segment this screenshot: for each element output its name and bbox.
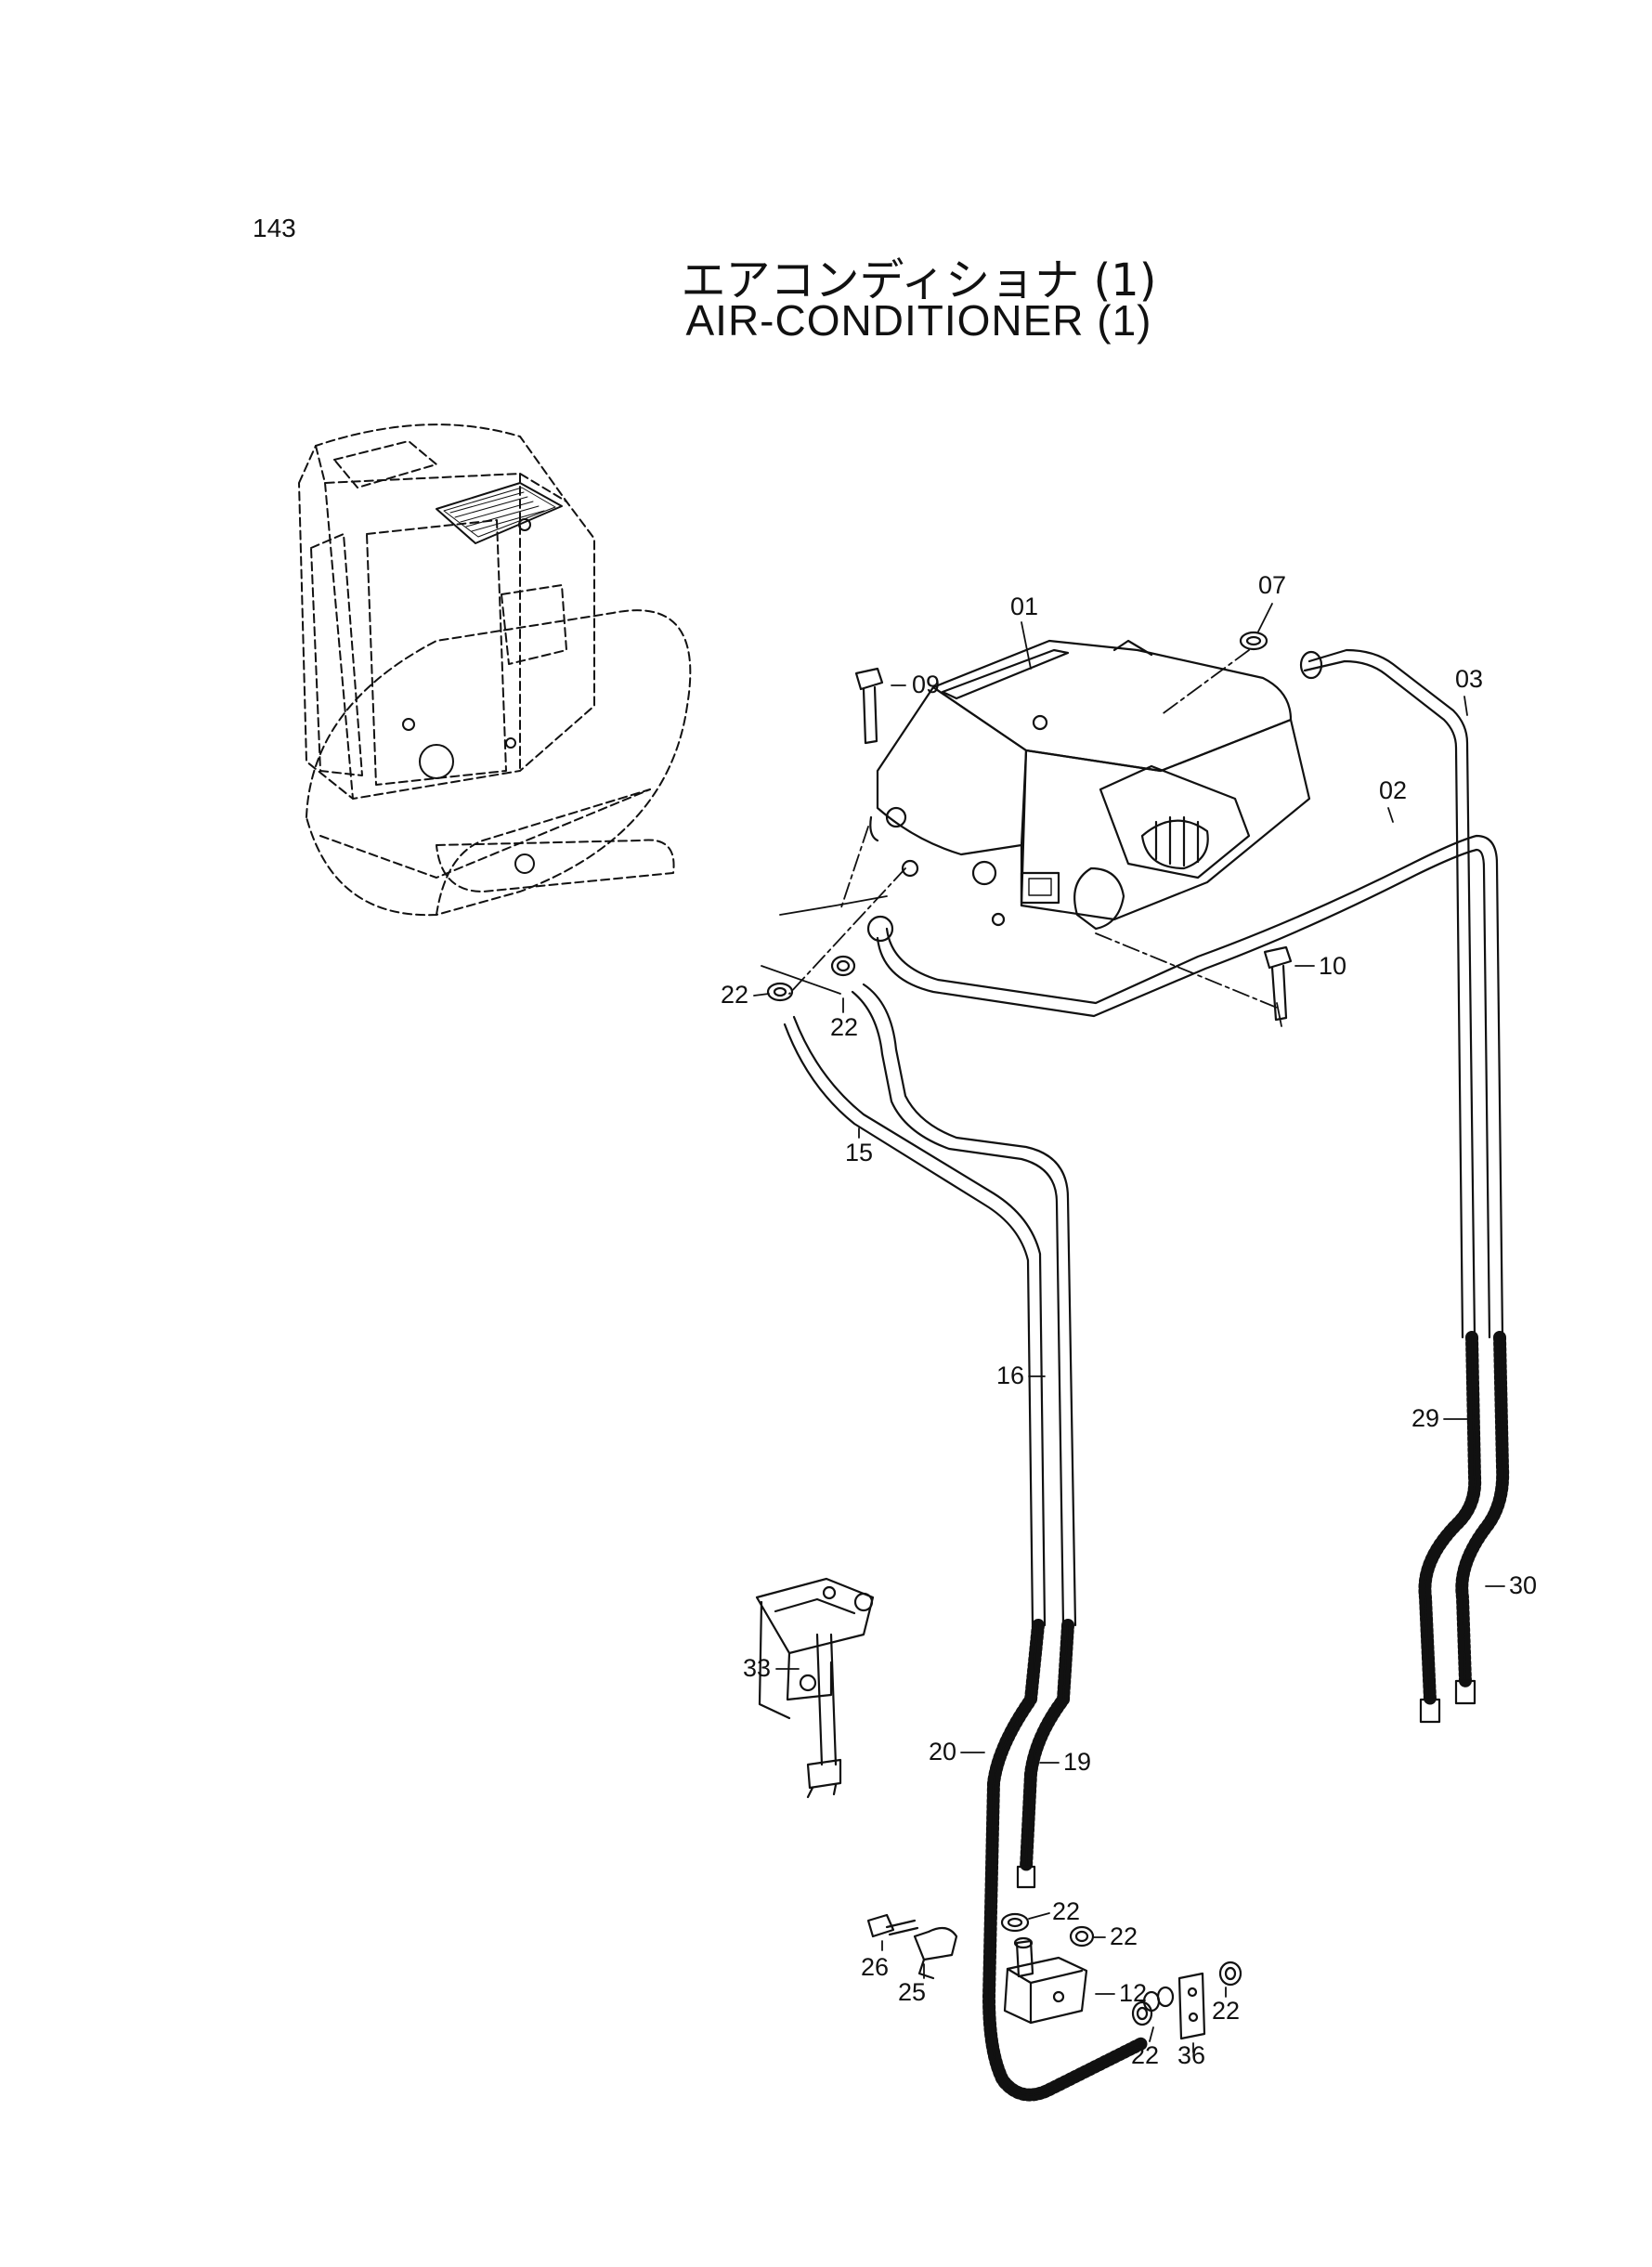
callout-01: 01: [1010, 593, 1039, 620]
callout-22-b: 22: [830, 1013, 859, 1041]
bolt-26: [866, 1913, 919, 1938]
callout-25: 25: [898, 1978, 927, 2006]
hose-19: [1016, 1619, 1074, 1889]
callout-15: 15: [845, 1139, 874, 1166]
roof-ac-unit: [402, 482, 563, 874]
callout-22-a: 22: [721, 981, 749, 1009]
bracket-33: [755, 1577, 875, 1799]
ac-unit: [869, 639, 1311, 931]
callout-03: 03: [1455, 665, 1484, 693]
hose-20: [982, 1619, 1149, 2102]
hose-29: [1418, 1331, 1482, 1724]
clamp-25: [913, 1926, 958, 1980]
callout-22-c: 22: [1052, 1897, 1081, 1925]
callout-09: 09: [912, 671, 941, 698]
callout-16: 16: [996, 1362, 1025, 1389]
callout-07: 07: [1258, 571, 1287, 599]
pipe-03: [1299, 648, 1476, 1339]
callout-36: 36: [1177, 2041, 1206, 2069]
callout-22-f: 22: [1212, 1997, 1241, 2025]
bolt-09: [854, 667, 884, 745]
expansion-valve-12: [1003, 1936, 1088, 2025]
callout-26: 26: [861, 1953, 890, 1981]
bolt-10: [1263, 945, 1293, 1022]
bracket-lines: [761, 895, 1282, 1027]
callout-12: 12: [1119, 1979, 1148, 2007]
callout-33: 33: [743, 1654, 772, 1682]
clamp-22-upper-right: [830, 955, 856, 977]
callout-29: 29: [1411, 1404, 1440, 1432]
cab-overview: [298, 423, 692, 917]
page-number: 143: [253, 214, 296, 242]
callout-02: 02: [1379, 776, 1408, 804]
callout-22-d: 22: [1110, 1922, 1138, 1950]
hose-15: [783, 1015, 1047, 1627]
callout-19: 19: [1063, 1748, 1092, 1776]
clamp-22-upper-left: [766, 982, 794, 1002]
callout-20: 20: [929, 1738, 957, 1765]
hose-16: [851, 983, 1077, 1627]
clamp-07: [1239, 631, 1268, 651]
bracket-36: [1142, 1972, 1206, 2040]
pipe-02: [866, 834, 1504, 1339]
callout-22-e: 22: [1131, 2041, 1160, 2069]
title-english: AIR-CONDITIONER (1): [685, 296, 1152, 345]
callout-leaders: [753, 603, 1505, 2053]
leader-lines: [788, 649, 1278, 1009]
callout-10: 10: [1319, 952, 1347, 980]
callout-30: 30: [1509, 1571, 1538, 1599]
clamps-22-lower: [1000, 1912, 1242, 2026]
title-japanese: エアコンディショナ (1): [681, 254, 1157, 306]
hose-30: [1454, 1331, 1510, 1705]
